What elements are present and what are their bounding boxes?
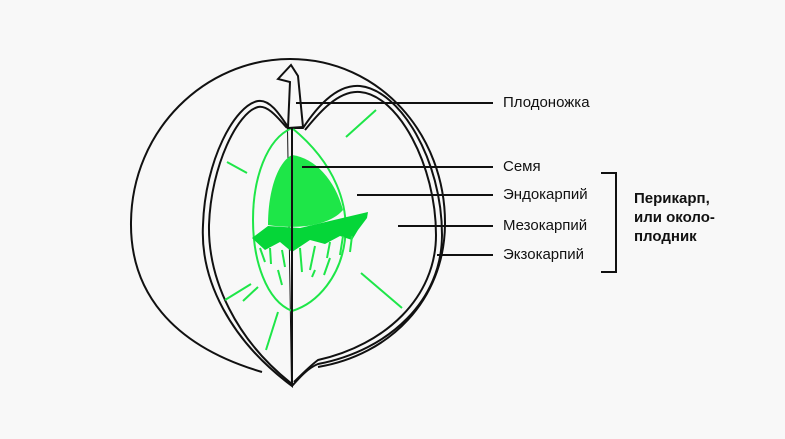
seed-roots [259, 235, 353, 286]
cut-face-right [288, 84, 444, 387]
mesocarp-fibers [224, 109, 403, 351]
label-exocarp: Экзокарпий [503, 246, 585, 263]
label-pericarp: Перикарп, или около- плодник [634, 189, 744, 246]
pericarp-line-3: плодник [634, 228, 697, 245]
pericarp-line-1: Перикарп, [634, 190, 710, 207]
seed-band [252, 212, 368, 252]
cut-face-left [201, 99, 294, 389]
cut-face-right-inner [293, 90, 438, 383]
label-endocarp: Эндокарпий [503, 186, 588, 203]
leader-lines [296, 102, 493, 256]
cut-face-left-inner [207, 105, 293, 385]
pericarp-bracket [601, 172, 617, 273]
seed [268, 155, 343, 227]
pericarp-line-2: или около- [634, 209, 715, 226]
label-stalk: Плодоножка [503, 94, 590, 111]
label-seed: Семя [503, 158, 541, 175]
label-mesocarp: Мезокарпий [503, 217, 588, 234]
stalk [276, 63, 305, 130]
